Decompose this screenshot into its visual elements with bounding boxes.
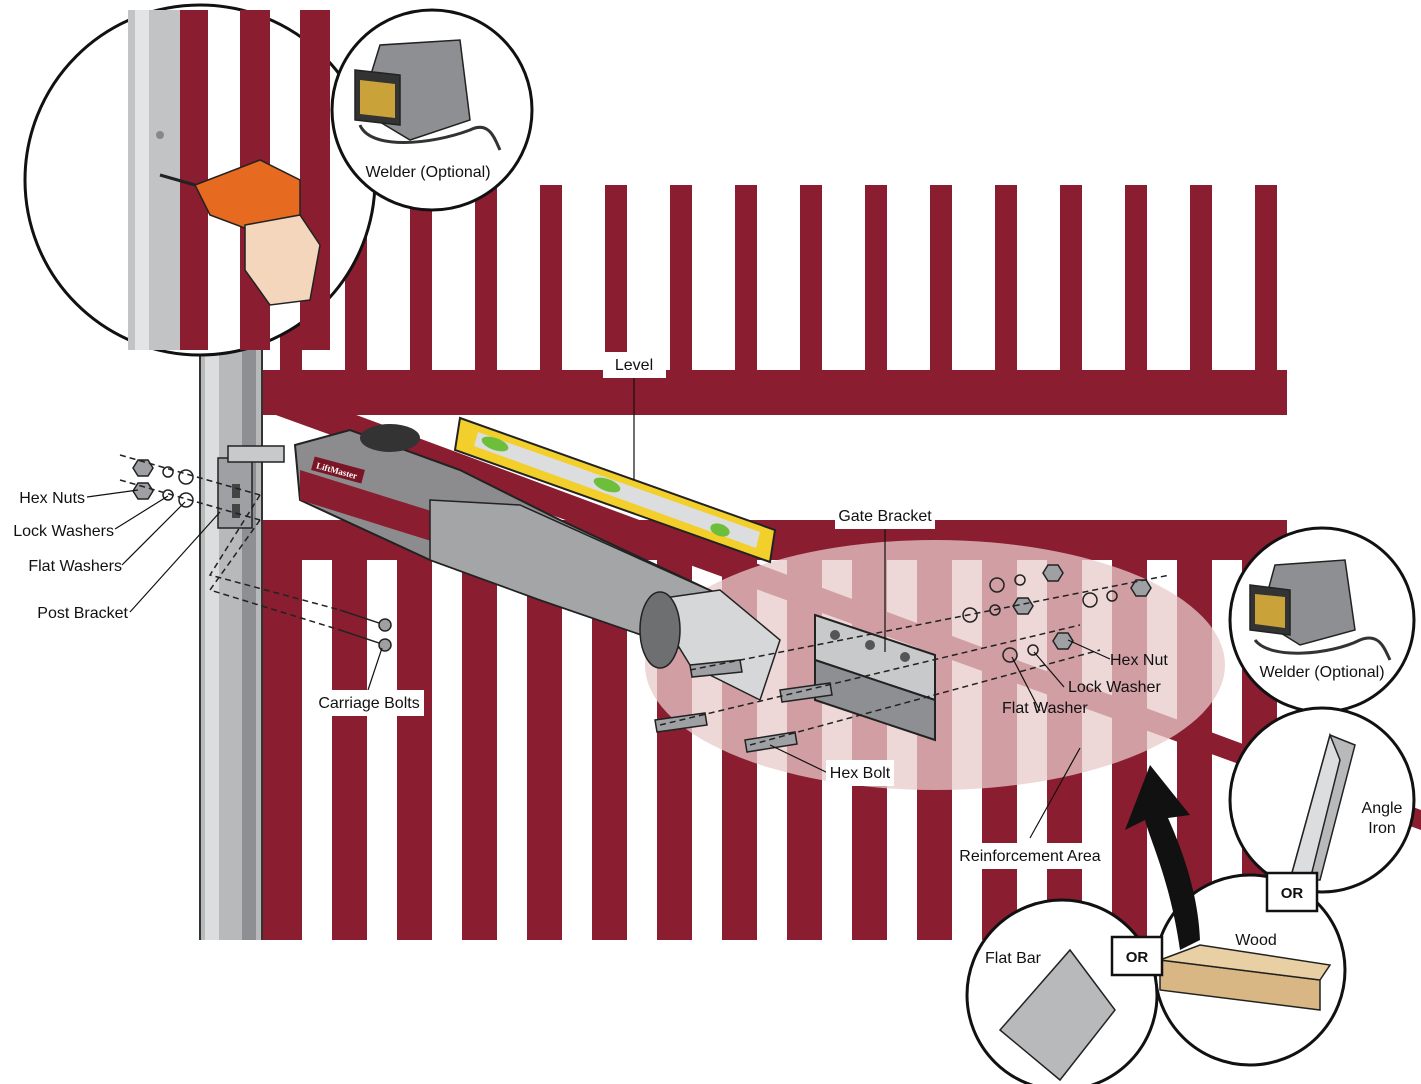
svg-text:OR: OR bbox=[1126, 949, 1149, 966]
svg-text:Level: Level bbox=[615, 357, 653, 374]
wood-label: Wood bbox=[1235, 932, 1277, 949]
flat-bar-label: Flat Bar bbox=[985, 950, 1042, 967]
or-box-1: OR bbox=[1110, 935, 1164, 977]
gate-picket bbox=[865, 185, 887, 385]
flat-bar-inset: Flat Bar bbox=[965, 898, 1159, 1084]
gate-gap bbox=[1277, 420, 1320, 520]
svg-text:Reinforcement Area: Reinforcement Area bbox=[959, 848, 1101, 865]
svg-text:Hex Bolt: Hex Bolt bbox=[830, 765, 891, 782]
carriage-bolts bbox=[339, 609, 392, 652]
welder-right-label: Welder (Optional) bbox=[1259, 664, 1384, 681]
gate-bracket bbox=[814, 613, 936, 742]
gate-post bbox=[199, 320, 263, 940]
gate-gap bbox=[1212, 420, 1255, 520]
svg-text:Gate Bracket: Gate Bracket bbox=[838, 508, 932, 525]
label-flat-washers: Flat Washers bbox=[28, 558, 122, 575]
gate-side-fasteners bbox=[962, 564, 1152, 663]
gate-picket bbox=[540, 185, 562, 385]
angle-iron-inset: Angle Iron bbox=[1228, 706, 1416, 894]
gate-picket bbox=[605, 185, 627, 385]
gate-gap bbox=[1082, 420, 1125, 520]
leader-lines bbox=[86, 376, 1111, 839]
label-gate-bracket: Gate Bracket bbox=[835, 503, 935, 529]
gate-gap bbox=[497, 560, 527, 940]
gate-picket bbox=[1190, 185, 1212, 385]
svg-text:Carriage Bolts: Carriage Bolts bbox=[318, 695, 419, 712]
post-side-fasteners bbox=[132, 459, 194, 508]
welder-inset-top: Welder (Optional) bbox=[330, 8, 534, 212]
gate-picket bbox=[735, 185, 757, 385]
gate-gap bbox=[562, 560, 592, 940]
or-box-2: OR bbox=[1265, 871, 1319, 913]
level-tool bbox=[453, 416, 777, 564]
gate-picket bbox=[475, 185, 497, 385]
label-lock-washer: Lock Washer bbox=[1068, 679, 1161, 696]
gate-picket bbox=[1125, 185, 1147, 385]
label-hex-nut: Hex Nut bbox=[1110, 652, 1168, 669]
gate-picket bbox=[800, 185, 822, 385]
gate-picket bbox=[670, 185, 692, 385]
welder-top-label: Welder (Optional) bbox=[365, 164, 490, 181]
gate-gap bbox=[367, 560, 397, 940]
gate-gap bbox=[1017, 420, 1060, 520]
alignment-lines bbox=[119, 454, 1171, 746]
welder-inset-right: Welder (Optional) bbox=[1228, 526, 1416, 714]
gate-picket bbox=[1060, 185, 1082, 385]
svg-text:OR: OR bbox=[1281, 885, 1304, 902]
gate-operator-arm: LiftMaster bbox=[293, 424, 781, 702]
gate-gap bbox=[757, 420, 800, 520]
label-flat-washer: Flat Washer bbox=[1002, 700, 1088, 717]
angle-label: Angle bbox=[1362, 800, 1403, 817]
label-lock-washers: Lock Washers bbox=[13, 523, 114, 540]
label-level: Level bbox=[603, 352, 666, 378]
drill-inset bbox=[23, 3, 377, 357]
gate-gap bbox=[952, 420, 995, 520]
gate-picket bbox=[1255, 185, 1277, 385]
iron-label: Iron bbox=[1368, 820, 1396, 837]
label-reinforcement-area: Reinforcement Area bbox=[955, 843, 1105, 869]
reinforcement-arrow bbox=[1125, 765, 1200, 950]
gate-picket bbox=[995, 185, 1017, 385]
gate-gap bbox=[432, 560, 462, 940]
label-post-bracket: Post Bracket bbox=[37, 605, 128, 622]
label-hex-bolt: Hex Bolt bbox=[826, 760, 894, 786]
gate-picket bbox=[930, 185, 952, 385]
label-hex-nuts: Hex Nuts bbox=[19, 490, 85, 507]
gate-gap bbox=[302, 560, 332, 940]
label-carriage-bolts: Carriage Bolts bbox=[314, 690, 424, 716]
post-bracket bbox=[217, 445, 285, 529]
wood-inset: Wood bbox=[1153, 873, 1347, 1067]
gate-gap bbox=[1147, 420, 1190, 520]
gate-picket bbox=[410, 185, 432, 385]
gate-pickets bbox=[280, 185, 1277, 385]
